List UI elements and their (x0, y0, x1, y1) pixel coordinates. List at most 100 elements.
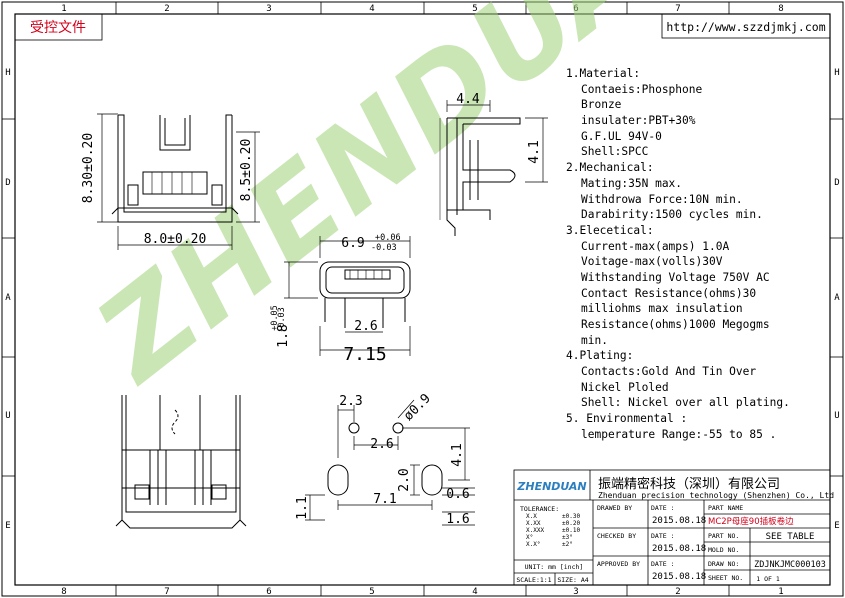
dim-18-tol-minus: -0.03 (277, 307, 287, 333)
spec-line: milliohms max insulation (581, 302, 743, 316)
zone-letter-left: H (5, 68, 10, 78)
dim-width-80: 8.0±0.20 (144, 232, 207, 247)
dim-16: 1.6 (446, 512, 469, 527)
tolerance-label: TOLERANCE: (520, 505, 559, 513)
front-view-dims (97, 113, 260, 250)
pcb-dims (305, 399, 475, 526)
tolerance-value: ±0.20 (562, 520, 580, 527)
tolerance-value: ±3° (562, 534, 573, 541)
dim-11: 1.1 (295, 496, 310, 519)
tolerance-key: X.X° (526, 541, 540, 548)
spec-line: Withstanding Voltage 750V AC (581, 270, 770, 284)
zone-number-bottom: 7 (164, 587, 169, 597)
tolerance-value: ±0.10 (562, 527, 580, 534)
logo-text: ZHENDUAN (516, 480, 586, 493)
spec-line: Mating:35N max. (581, 176, 683, 190)
receptacle-view (319, 261, 411, 328)
dim-26-low: 2.6 (370, 437, 393, 452)
spec-line: Voitage-max(volls)30V (581, 255, 723, 269)
dim-26-mid: 2.6 (354, 319, 377, 334)
dim-69-tol-plus: +0.06 (375, 233, 401, 243)
tolerance-key: X.XX (526, 520, 541, 527)
part-no-value: SEE TABLE (766, 532, 815, 542)
tolerance-key: X.X (526, 513, 537, 520)
zone-number-top: 1 (61, 4, 66, 14)
spec-line: Current-max(amps) 1.0A (581, 239, 730, 253)
zone-letter-right: A (834, 293, 840, 303)
spec-line: Resistance(ohms)1000 Megogms (581, 318, 770, 331)
zone-letter-right: E (834, 521, 839, 531)
dim-09: ø0.9 (401, 391, 434, 424)
dim-20: 2.0 (397, 468, 412, 491)
draw-no-value: ZDJNKJMC000103 (754, 560, 826, 570)
dim-44: 4.4 (456, 92, 480, 107)
unit-label: UNIT: mm [inch] (525, 563, 584, 571)
dim-06: 0.6 (446, 487, 469, 502)
spec-line: 4.Plating: (566, 349, 634, 363)
controlled-document-stamp: 受控文件 (14, 13, 103, 41)
pcb-layout (327, 422, 443, 496)
dim-715: 7.15 (343, 344, 386, 365)
dim-23: 2.3 (339, 394, 362, 409)
company-name-en: Zhenduan precision technology (Shenzhen)… (598, 491, 834, 500)
dim-18-tol-plus: +0.05 (270, 305, 280, 331)
zone-letter-right: U (834, 411, 839, 421)
spec-line: Contacts:Gold And Tin Over (581, 365, 757, 379)
sheet-no-label: SHEET NO. (708, 574, 743, 582)
spec-line: Contact Resistance(ohms)30 (581, 286, 757, 300)
tolerance-value: ±2° (562, 541, 573, 548)
zone-number-bottom: 1 (778, 587, 783, 597)
zone-letter-left: U (5, 411, 10, 421)
mold-no-label: MOLD NO. (708, 546, 739, 554)
dim-71: 7.1 (373, 492, 396, 507)
dim-height-85: 8.5±0.20 (239, 139, 254, 202)
zone-number-top: 8 (778, 4, 783, 14)
zone-number-top: 6 (573, 4, 578, 14)
url-text: http://www.szzdjmkj.com (666, 20, 825, 34)
zone-number-bottom: 8 (61, 587, 66, 597)
zone-letter-right: D (834, 178, 839, 188)
drawn-by-label: DRAWED BY (597, 504, 632, 512)
spec-line: Darabirity:1500 cycles min. (581, 208, 763, 222)
date-value-1: 2015.08.18 (652, 516, 706, 526)
tolerance-key: X.XXX (526, 527, 544, 534)
part-no-label: PART NO. (708, 532, 739, 540)
controlled-stamp-text: 受控文件 (30, 20, 86, 36)
date-label-3: DATE : (651, 560, 674, 568)
zone-letter-left: E (5, 521, 10, 531)
approved-by-label: APPROVED BY (597, 560, 640, 568)
spec-line: Bronze (581, 98, 622, 112)
zone-letter-right: H (834, 68, 839, 78)
dim-69: 6.9 (341, 236, 364, 251)
date-value-3: 2015.08.18 (652, 572, 706, 582)
draw-no-label: DRAW NO: (708, 560, 739, 568)
side-view-dims (446, 100, 548, 183)
title-block (513, 469, 831, 586)
part-name-label: PART NAME (708, 504, 743, 512)
zone-number-top: 3 (266, 4, 271, 14)
spec-line: Withdrowa Force:10N min. (581, 192, 743, 206)
spec-line: Shell: Nickel over all plating. (581, 396, 790, 410)
tolerance-rows: X.X±0.30X.XX±0.20X.XXX±0.10X°±3°X.X°±2° (526, 513, 580, 548)
zone-number-bottom: 4 (472, 587, 477, 597)
part-name-value: MC2P母座90插板卷边 (708, 516, 794, 527)
spec-line: lemperature Range:-55 to 85 . (581, 427, 777, 441)
zone-letter-left: A (5, 293, 11, 303)
zone-number-bottom: 6 (266, 587, 271, 597)
dim-41-low: 4.1 (450, 443, 465, 466)
spec-line: Nickel Ploled (581, 380, 669, 394)
zone-number-bottom: 2 (675, 587, 680, 597)
receptacle-dims (284, 236, 411, 356)
size-label: SIZE: A4 (557, 576, 588, 584)
dim-18: 1.8 (276, 324, 291, 347)
url-header: http://www.szzdjmkj.com (661, 13, 831, 39)
spec-line: 2.Mechanical: (566, 161, 654, 175)
date-value-2: 2015.08.18 (652, 544, 706, 554)
spec-line: 1.Material: (566, 67, 641, 80)
zone-number-top: 5 (472, 4, 477, 14)
date-label-1: DATE : (651, 504, 674, 512)
dim-69-tol-minus: -0.03 (371, 243, 397, 253)
